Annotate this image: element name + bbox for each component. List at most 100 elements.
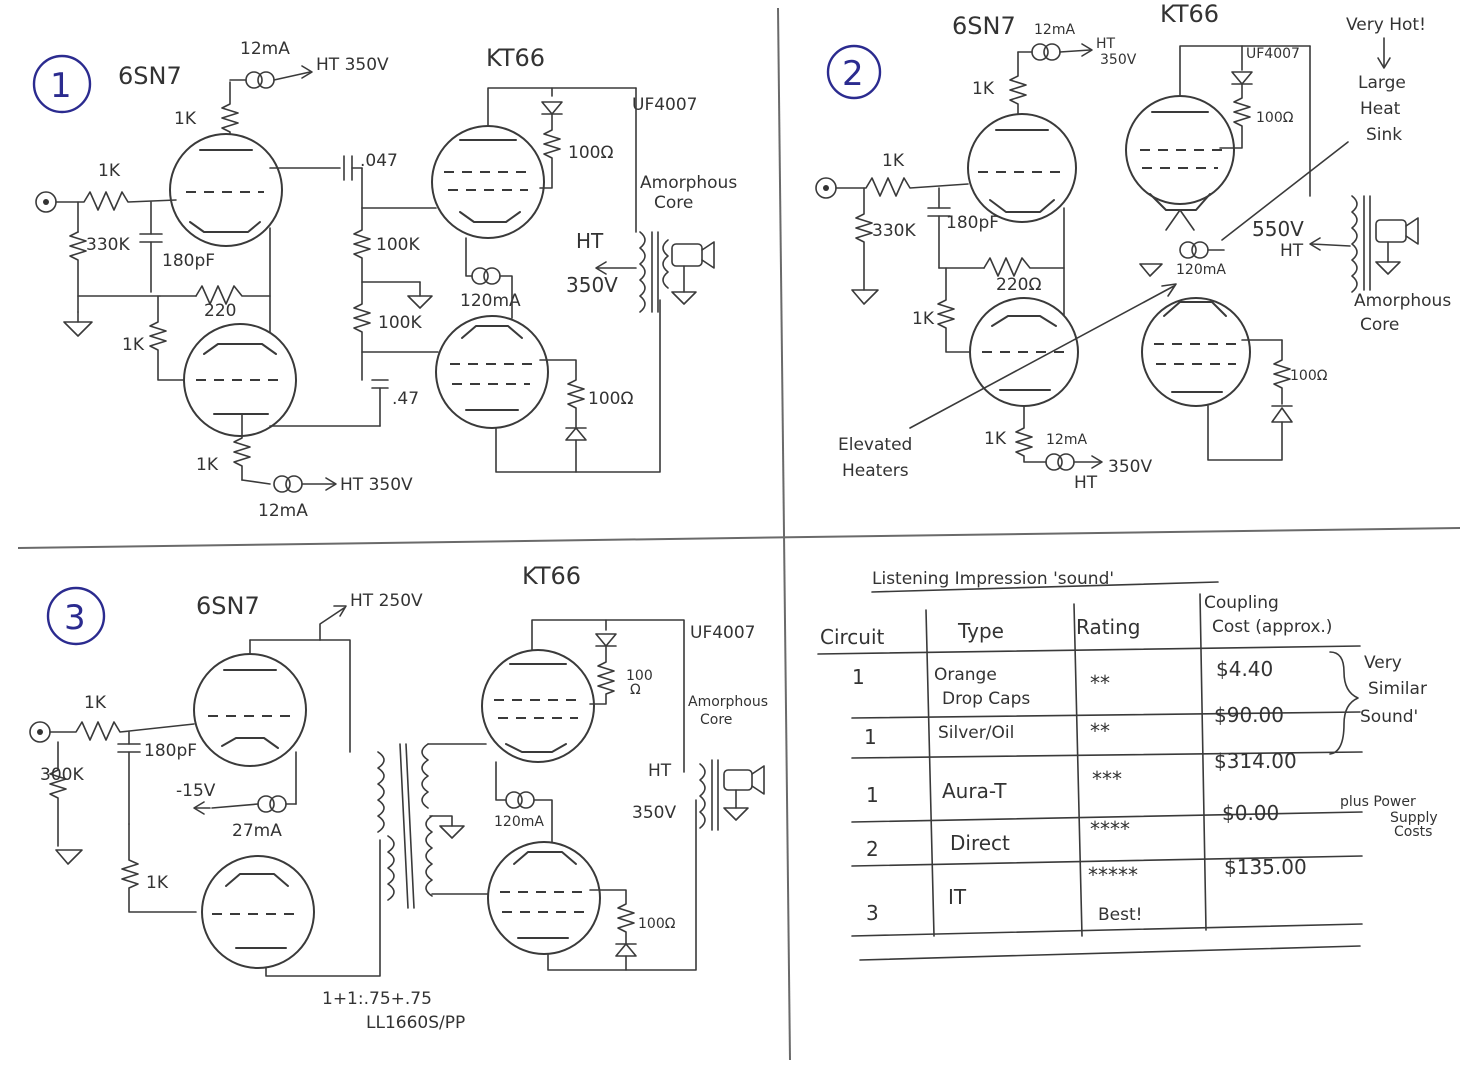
svg-text:180pF: 180pF (144, 741, 197, 761)
svg-text:1: 1 (864, 725, 877, 749)
c3-output-tube-lower (487, 841, 601, 955)
svg-text:plus Power: plus Power (1340, 794, 1416, 810)
svg-text:12mA: 12mA (1034, 22, 1075, 38)
svg-text:Best!: Best! (1098, 905, 1142, 925)
table-row: 3 IT ***** Best! $135.00 (866, 855, 1307, 925)
circuit-1: 1 6SN7 KT66 12mA HT 350V 1K 1K (32, 39, 737, 521)
c1-anode-resistor-label: 1K (174, 109, 197, 129)
svg-text:180pF: 180pF (162, 251, 215, 271)
c2-lower-triode (969, 297, 1079, 407)
svg-text:550V: 550V (1252, 217, 1304, 241)
svg-text:350V: 350V (566, 273, 618, 297)
c1-output-transformer (595, 231, 669, 313)
table-row: 2 Direct **** $0.00 (866, 801, 1279, 861)
svg-text:1K: 1K (122, 335, 145, 355)
listening-impression-table: Listening Impression 'sound' Circuit Typ… (817, 569, 1438, 961)
quadrant-dividers (17, 7, 1461, 1061)
svg-text:Amorphous: Amorphous (640, 173, 737, 193)
svg-text:100K: 100K (376, 235, 420, 255)
svg-text:Very Hot!: Very Hot! (1346, 15, 1426, 35)
svg-text:HT: HT (1096, 36, 1116, 52)
svg-text:Heat: Heat (1360, 99, 1401, 119)
c3-driver-tube-label: 6SN7 (196, 592, 260, 620)
c2-speaker-icon (1375, 217, 1419, 275)
table-title: Listening Impression 'sound' (872, 569, 1114, 589)
c3-input-jack (29, 721, 51, 743)
svg-text:100Ω: 100Ω (1256, 110, 1294, 126)
svg-text:1: 1 (866, 783, 879, 807)
svg-text:2: 2 (866, 837, 879, 861)
c3-ht-output-label: HT (648, 761, 672, 781)
svg-text:Similar: Similar (1368, 679, 1427, 699)
c1-ht-output-label: HT (576, 229, 604, 253)
circuit-1-number-badge: 1 (32, 54, 92, 114)
svg-text:1K: 1K (972, 79, 995, 99)
svg-text:1K: 1K (912, 309, 935, 329)
svg-text:220Ω: 220Ω (996, 275, 1041, 295)
c2-diode-label: UF4007 (1246, 46, 1300, 62)
c1-output-tube-upper (431, 125, 545, 239)
svg-text:$135.00: $135.00 (1224, 855, 1307, 879)
svg-text:100Ω: 100Ω (638, 916, 676, 932)
c1-upper-triode (169, 133, 283, 247)
svg-text:12mA: 12mA (258, 501, 308, 521)
svg-text:Amorphous: Amorphous (1354, 291, 1451, 311)
c3-speaker-icon (723, 765, 765, 821)
svg-text:Amorphous: Amorphous (688, 694, 768, 710)
svg-text:120mA: 120mA (1176, 262, 1226, 278)
c3-diode-label: UF4007 (690, 623, 756, 643)
svg-text:220: 220 (204, 301, 236, 321)
c1-ccs-top: 12mA HT 350V (229, 39, 389, 89)
svg-text:Silver/Oil: Silver/Oil (938, 723, 1014, 743)
svg-text:HT 250V: HT 250V (350, 591, 423, 611)
c3-output-transformer (699, 759, 719, 831)
svg-text:2: 2 (842, 54, 864, 94)
header-cost-line1: Coupling (1204, 593, 1279, 613)
svg-text:Sink: Sink (1366, 125, 1402, 145)
svg-text:330K: 330K (872, 221, 916, 241)
svg-text:LL1660S/PP: LL1660S/PP (366, 1013, 465, 1033)
circuit-2-number-badge: 2 (826, 44, 882, 100)
svg-text:1K: 1K (882, 151, 905, 171)
svg-text:Core: Core (700, 712, 732, 728)
svg-text:1K: 1K (984, 429, 1007, 449)
svg-text:300K: 300K (40, 765, 84, 785)
c1-driver-tube-label: 6SN7 (118, 62, 182, 90)
c2-output-tube-label: KT66 (1160, 0, 1219, 28)
svg-text:100Ω: 100Ω (588, 389, 633, 409)
svg-text:$0.00: $0.00 (1222, 801, 1279, 825)
table-row: 1 Silver/Oil ** $90.00 (864, 703, 1284, 749)
svg-text:3: 3 (866, 901, 879, 925)
c1-speaker-icon (671, 241, 715, 305)
svg-text:330K: 330K (86, 235, 130, 255)
svg-text:Core: Core (654, 193, 693, 213)
svg-text:HT 350V: HT 350V (316, 55, 389, 75)
c1-output-tube-label: KT66 (486, 44, 545, 72)
circuit-2: 2 6SN7 KT66 12mA HT 350V 1K 1K 330K (815, 0, 1451, 493)
c2-output-transformer (1351, 195, 1371, 293)
svg-text:100Ω: 100Ω (568, 143, 613, 163)
svg-text:$90.00: $90.00 (1214, 703, 1284, 727)
svg-text:Sound': Sound' (1360, 707, 1418, 727)
c3-upper-triode (193, 653, 307, 767)
table-row: 1 Aura-T *** $314.00 (866, 749, 1297, 807)
svg-text:IT: IT (948, 885, 967, 909)
c1-output-tube-lower (435, 315, 549, 429)
svg-text:HT: HT (1280, 241, 1304, 261)
svg-text:HT 350V: HT 350V (340, 475, 413, 495)
svg-text:.047: .047 (360, 151, 398, 171)
table-row: 1 Orange Drop Caps ** $4.40 (852, 657, 1273, 709)
c3-output-tube-label: KT66 (522, 562, 581, 590)
svg-text:100: 100 (626, 668, 653, 684)
svg-text:1K: 1K (98, 161, 121, 181)
svg-text:-15V: -15V (176, 781, 216, 801)
svg-text:1K: 1K (146, 873, 169, 893)
svg-text:12mA: 12mA (240, 39, 290, 59)
header-circuit: Circuit (820, 625, 885, 649)
svg-text:Very: Very (1364, 653, 1402, 673)
svg-text:Orange: Orange (934, 665, 997, 685)
svg-text:Drop Caps: Drop Caps (942, 689, 1030, 709)
svg-text:1K: 1K (84, 693, 107, 713)
circuit-3: 3 6SN7 KT66 HT 250V 1K 300K 180pF -15V (29, 562, 768, 1033)
